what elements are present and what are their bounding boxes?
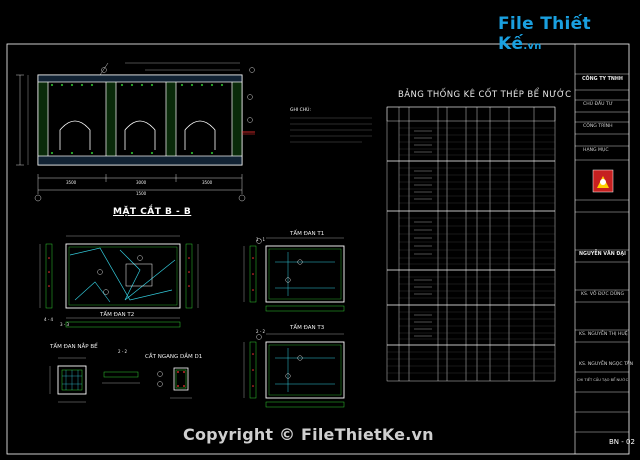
label-cat-ngang-dam-d1: CẮT NGANG DẦM D1 (145, 354, 203, 360)
label-sec-3-3: 3 - 3 (60, 322, 70, 327)
tb-row-1: CHỦ ĐẦU TƯ (583, 102, 613, 107)
slab-t3-plan (243, 333, 345, 408)
dim-4: 1500 (136, 191, 147, 196)
copyright-watermark: Copyright © FileThietKe.vn (183, 425, 434, 444)
filethietke-logo: File Thiết Kế.vn (498, 14, 640, 54)
tb-person-4: KS. NGUYỄN NGỌC TÂN (579, 362, 634, 367)
label-sec-2-2-cover: 2 - 2 (118, 349, 128, 354)
tb-company: CÔNG TY TNHH (582, 77, 623, 82)
label-tam-dan-t2: TẤM ĐAN T2 (100, 312, 135, 318)
rebar-shape-sketches (414, 130, 432, 337)
dim-2: 3000 (136, 180, 147, 185)
notes-block (290, 117, 372, 143)
logo-text: File Thiết Kế (498, 14, 591, 54)
rebar-schedule-rows (387, 127, 555, 374)
label-sec-2-2-t3: 2 - 2 (256, 329, 266, 334)
section-b-b-title: MẶT CẮT B - B (113, 207, 192, 217)
tb-person-3: KS. NGUYỄN THỊ HUỆ (579, 332, 628, 337)
sheet-border (6, 43, 630, 455)
dim-3: 3500 (202, 180, 213, 185)
sheet-number: BN - 02 (609, 438, 635, 446)
title-block (575, 73, 629, 433)
label-tam-dan-t1: TẤM ĐAN T1 (290, 231, 325, 237)
company-logo (592, 169, 614, 193)
dim-1: 3500 (66, 180, 77, 185)
tb-person-1: NGUYỄN VĂN ĐẠI (579, 252, 626, 257)
notes-title: GHI CHÚ: (290, 108, 311, 113)
rebar-table-title: BẢNG THỐNG KÊ CỐT THÉP BỂ NƯỚC (398, 90, 572, 100)
cover-slab-plan (49, 357, 140, 403)
slab-t2-plan (39, 235, 199, 328)
logo-suffix: .vn (523, 41, 542, 52)
beam-d1-section (157, 367, 192, 399)
label-tam-dan-t3: TẤM ĐAN T3 (290, 325, 325, 331)
slab-t1-plan (243, 237, 345, 312)
section-b-b (16, 62, 255, 202)
rebar-schedule-table (386, 106, 556, 382)
tb-row-2: CÔNG TRÌNH (583, 124, 613, 129)
label-tam-dan-nap-be: TẤM ĐAN NẮP BỂ (50, 344, 98, 350)
label-sec-1-1: 1 - 1 (256, 237, 266, 242)
tb-row-3: HẠNG MỤC (583, 148, 609, 153)
tb-person-2: KS. VÕ ĐỨC DŨNG (581, 292, 625, 297)
label-sec-4-4: 4 - 4 (44, 317, 54, 322)
tb-drawing-name: CHI TIẾT CẤU TẠO BỂ NƯỚC (577, 378, 629, 382)
